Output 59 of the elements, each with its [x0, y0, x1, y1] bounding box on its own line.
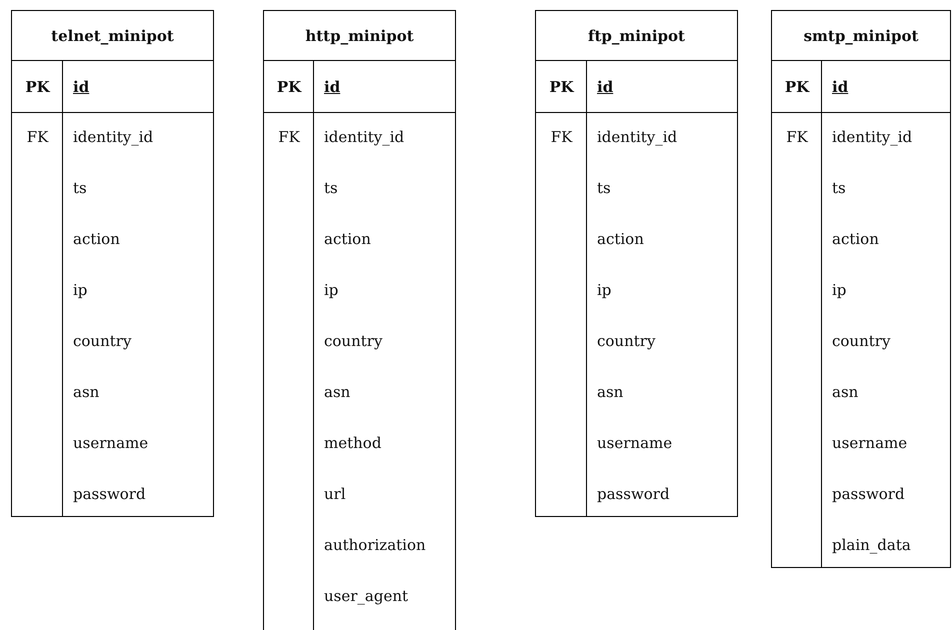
primary-key-column: id	[324, 61, 340, 112]
key-label: PK	[548, 76, 576, 98]
key-label: FK	[550, 126, 574, 148]
column-name: ts	[597, 178, 611, 198]
column-name: password	[73, 484, 146, 504]
column-name: password	[832, 484, 905, 504]
primary-key-row	[264, 60, 455, 113]
column-name: action	[597, 228, 644, 250]
table-title: ftp_minipot	[587, 26, 686, 47]
column-name: asn	[73, 382, 100, 402]
column-name: ip	[324, 280, 338, 300]
column-name: action	[73, 228, 120, 250]
column-name: identity_id	[73, 126, 154, 148]
column-name: plain_data	[832, 534, 911, 556]
column-name: username	[832, 432, 908, 454]
column-name: ip	[597, 280, 612, 300]
primary-key-column: id	[832, 61, 848, 112]
table-card	[263, 10, 456, 630]
column-name: username	[597, 432, 672, 454]
column-name: ts	[324, 178, 338, 198]
column-name: asn	[832, 382, 858, 402]
key-label: FK	[277, 126, 301, 148]
table-title: http_minipot	[304, 26, 415, 47]
column-name: action	[324, 228, 371, 250]
column-name: country	[832, 330, 890, 352]
column-name: ip	[73, 280, 88, 300]
column-name: identity_id	[832, 126, 912, 148]
column-name: ts	[73, 178, 87, 198]
column-name: method	[324, 432, 382, 454]
column-name: authorization	[324, 534, 426, 556]
table-title: smtp_minipot	[802, 26, 920, 47]
table-card	[11, 10, 214, 517]
primary-key-row	[536, 60, 737, 113]
table-card	[771, 10, 951, 568]
key-label: FK	[785, 126, 809, 148]
column-name: country	[597, 330, 656, 352]
column-name: country	[73, 330, 132, 352]
column-name: action	[832, 228, 879, 250]
primary-key-column: id	[73, 61, 90, 112]
column-name: ts	[832, 178, 846, 198]
column-name: country	[324, 330, 382, 352]
primary-key-row	[772, 60, 950, 113]
column-name: user_agent	[324, 586, 408, 606]
key-label: PK	[276, 76, 303, 98]
key-label: PK	[24, 76, 52, 98]
column-name: identity_id	[597, 126, 678, 148]
column-name: url	[324, 484, 346, 504]
table-card	[535, 10, 738, 517]
column-name: username	[73, 432, 148, 454]
primary-key-column: id	[597, 61, 614, 112]
key-label: FK	[26, 126, 50, 148]
column-name: ip	[832, 280, 846, 300]
column-name: password	[597, 484, 670, 504]
key-label: PK	[784, 76, 811, 98]
table-title: telnet_minipot	[50, 26, 175, 47]
column-name: asn	[597, 382, 624, 402]
column-name: identity_id	[324, 126, 404, 148]
primary-key-row	[12, 60, 213, 113]
column-name: asn	[324, 382, 350, 402]
